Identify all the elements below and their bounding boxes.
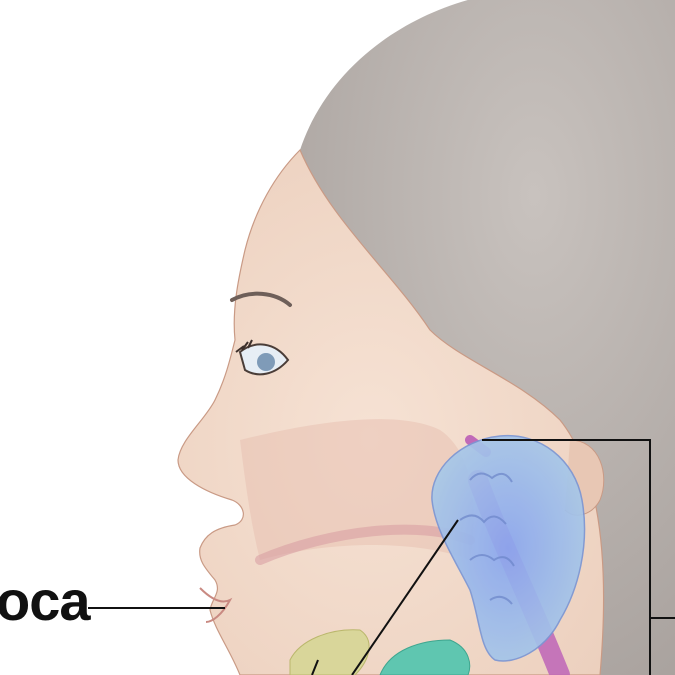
submandibular-gland bbox=[289, 629, 370, 675]
mouth-label: oca bbox=[0, 569, 90, 632]
iris bbox=[257, 353, 275, 371]
leader-line-inner bbox=[351, 519, 459, 675]
leader-line-parotid bbox=[482, 439, 651, 675]
hair bbox=[300, 0, 675, 675]
sublingual-gland bbox=[379, 639, 471, 675]
eyebrow bbox=[230, 291, 292, 307]
parotid-lobules bbox=[459, 472, 515, 605]
lips bbox=[199, 587, 233, 623]
leader-line-submandibular bbox=[311, 659, 319, 675]
parotid-gland bbox=[431, 434, 586, 662]
eyelashes bbox=[235, 339, 253, 353]
